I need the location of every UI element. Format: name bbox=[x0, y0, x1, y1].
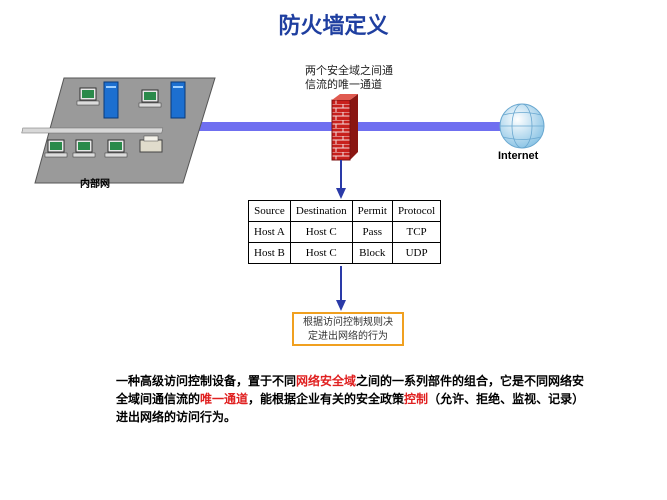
highlight-text: 控制 bbox=[404, 392, 429, 406]
table-header: Protocol bbox=[391, 200, 442, 222]
table-row: Host B Host C Block UDP bbox=[248, 242, 442, 264]
callout-line: 两个安全域之间通 bbox=[305, 64, 393, 77]
definition-text: （允许、拒绝、监视、记录）进出网络的访问行为。 bbox=[116, 392, 585, 424]
table-cell: Pass bbox=[351, 221, 393, 243]
table-cell: Host B bbox=[248, 242, 291, 264]
page-title: 防火墙定义 bbox=[278, 14, 389, 39]
definition-text: ，能根据企业有关的安全政策 bbox=[248, 392, 405, 406]
table-cell: UDP bbox=[391, 242, 442, 264]
internal-network-label: 内部网 bbox=[80, 179, 110, 190]
table-cell: TCP bbox=[391, 221, 442, 243]
computer-icon bbox=[104, 139, 128, 158]
callout-line: 信流的唯一通道 bbox=[305, 78, 382, 91]
table-cell: Host C bbox=[289, 242, 353, 264]
internal-network-icon bbox=[21, 77, 216, 184]
computer-icon bbox=[76, 87, 100, 106]
definition-paragraph: 一种高级访问控制设备，置于不同网络安全域之间的一系列部件的组合，它是不同网络安全… bbox=[116, 372, 586, 426]
decision-line: 根据访问控制规则决 bbox=[303, 317, 393, 328]
computer-icon bbox=[72, 139, 96, 158]
table-cell: Host C bbox=[289, 221, 353, 243]
arrow-firewall-to-table bbox=[336, 160, 346, 199]
server-icon bbox=[170, 81, 186, 119]
table-cell: Block bbox=[351, 242, 393, 264]
definition-text: 之间的一系列部件的组合，它是不同网络安全域间通信流的 bbox=[116, 374, 585, 406]
definition-text: 一种高级访问控制设备，置于不同 bbox=[116, 374, 297, 388]
internet-label: Internet bbox=[498, 150, 539, 162]
computer-icon bbox=[44, 139, 68, 158]
server-icon bbox=[103, 81, 119, 119]
arrow-table-to-decision bbox=[336, 266, 346, 311]
computer-icon bbox=[138, 89, 162, 108]
table-header: Permit bbox=[351, 200, 393, 222]
table-header-row: Source Destination Permit Protocol bbox=[248, 200, 442, 222]
firewall-icon bbox=[331, 94, 358, 161]
table-header: Destination bbox=[289, 200, 353, 222]
decision-line: 定进出网络的行为 bbox=[308, 331, 388, 342]
table-cell: Host A bbox=[248, 221, 291, 243]
firewall-callout: 两个安全域之间通 信流的唯一通道 bbox=[305, 64, 415, 92]
highlight-text: 网络安全域 bbox=[296, 374, 357, 388]
decision-box: 根据访问控制规则决 定进出网络的行为 bbox=[292, 312, 404, 346]
highlight-text: 唯一通道 bbox=[200, 392, 249, 406]
table-row: Host A Host C Pass TCP bbox=[248, 221, 442, 243]
table-header: Source bbox=[248, 200, 291, 222]
internet-globe-icon bbox=[499, 103, 545, 149]
access-rules-table: Source Destination Permit Protocol Host … bbox=[248, 200, 442, 264]
printer-icon bbox=[139, 135, 163, 153]
